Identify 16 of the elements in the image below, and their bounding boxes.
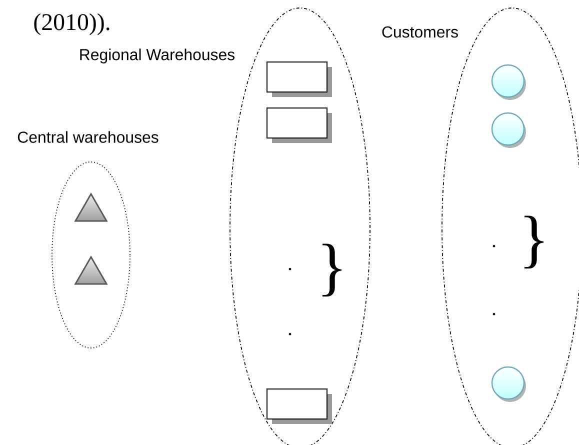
warehouse-box [266, 108, 332, 143]
curly-brace: } [322, 244, 342, 297]
group-heading: Customers [382, 26, 458, 38]
ellipsis-dot: . [288, 268, 292, 270]
ellipsis-dot: . [492, 244, 496, 248]
group-heading: Regional Warehouses [80, 48, 235, 64]
citation-text: (2010)). [34, 13, 110, 36]
group-heading: Central warehouses [18, 131, 158, 143]
customer-circle [491, 366, 526, 402]
warehouse-box [266, 388, 332, 424]
customer-circle [491, 112, 526, 148]
warehouse-box [266, 62, 332, 97]
ellipsis-dot: . [288, 332, 292, 336]
customer-circle [491, 64, 526, 100]
ellipsis-dot: . [492, 312, 496, 316]
curly-brace: } [524, 216, 544, 269]
